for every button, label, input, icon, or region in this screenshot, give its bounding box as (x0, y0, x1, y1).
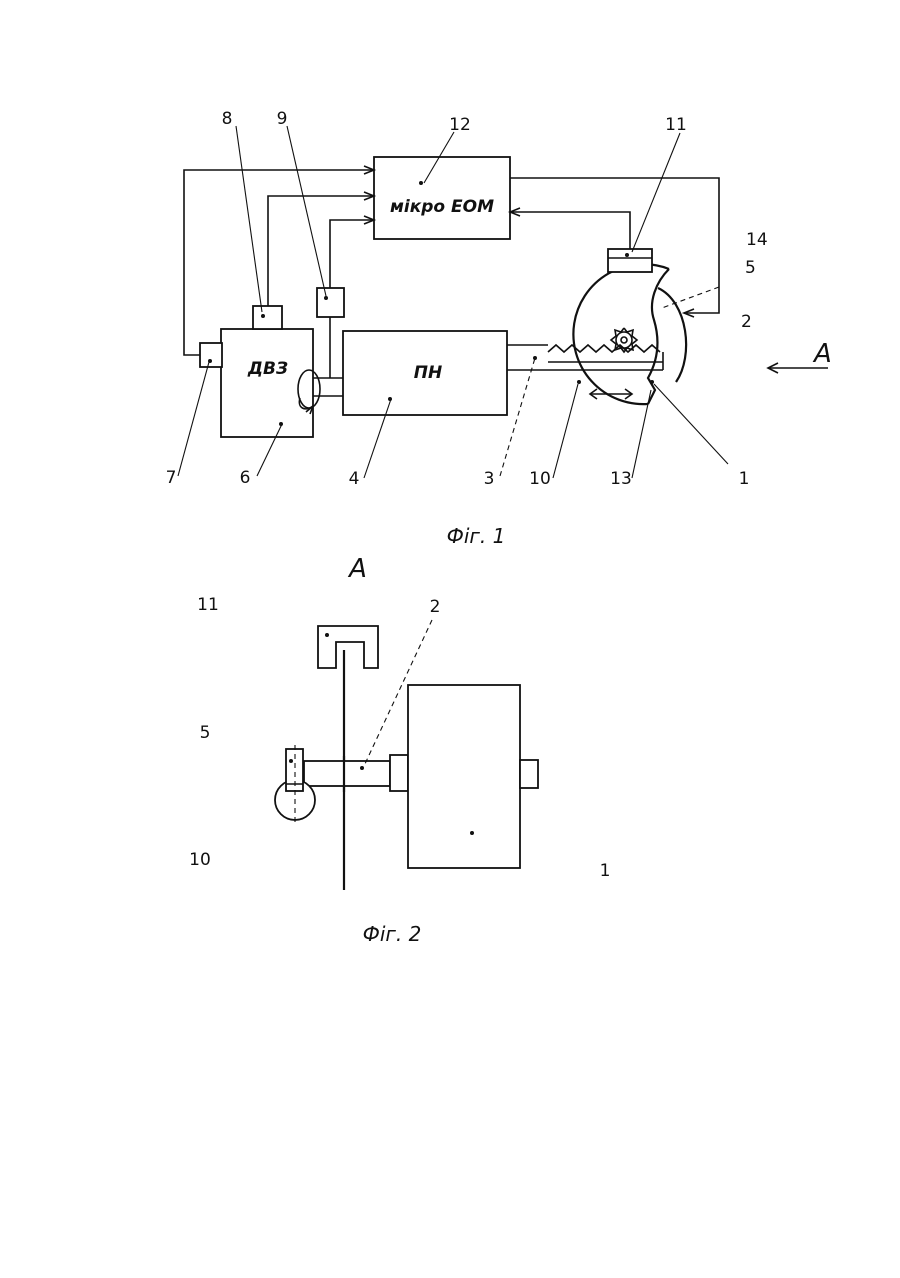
pump-block: ПН (343, 331, 507, 415)
figure-2-caption: Фіг. 2 (363, 922, 422, 946)
sensor-11-view (318, 626, 378, 668)
callout-9: 9 (277, 109, 288, 129)
micro-computer-label: мікро ЕОМ (390, 197, 494, 217)
engine-label: ДВЗ (247, 359, 288, 379)
callout-11-view: 11 (197, 595, 219, 615)
shaft-2-view (304, 756, 390, 792)
callout-14: 14 (746, 230, 768, 250)
figure-2: A (189, 554, 610, 946)
callout-2-view: 2 (430, 597, 441, 617)
view-letter-a: A (347, 554, 367, 584)
figure-1: мікро ЕОМ ДВЗ ПН (166, 109, 832, 548)
sensor-11 (608, 249, 652, 272)
rack-and-gear (548, 328, 663, 399)
view-marker-a: A (812, 339, 832, 369)
callout-11: 11 (665, 115, 687, 135)
sensor-8 (253, 306, 282, 329)
callout-numbers-fig2: 11 2 5 10 1 (189, 595, 610, 881)
view-arrow-a: A (768, 339, 832, 373)
rod-3 (507, 345, 548, 370)
callout-12: 12 (449, 115, 471, 135)
gear-5 (611, 328, 637, 352)
sensor-7 (200, 343, 222, 367)
callout-8: 8 (222, 109, 233, 129)
callout-13: 13 (610, 469, 632, 489)
pinion-view (275, 745, 315, 826)
callout-5: 5 (745, 258, 756, 278)
callout-1-view: 1 (600, 861, 611, 881)
callout-2: 2 (741, 312, 752, 332)
callout-3: 3 (484, 469, 495, 489)
double-arrow (590, 389, 632, 399)
callout-1: 1 (739, 469, 750, 489)
callout-10: 10 (529, 469, 551, 489)
sensor-9 (317, 288, 344, 317)
figure-1-caption: Фіг. 1 (447, 524, 506, 548)
callout-5-view: 5 (200, 723, 211, 743)
drum-body-view (408, 685, 520, 868)
callout-7: 7 (166, 468, 177, 488)
micro-computer-block: мікро ЕОМ (374, 157, 510, 239)
hub-view (390, 755, 408, 791)
pump-label: ПН (414, 363, 442, 383)
callout-10-view: 10 (189, 850, 211, 870)
callout-4: 4 (349, 469, 360, 489)
callout-6: 6 (240, 468, 251, 488)
drum-stub-view (520, 760, 538, 788)
